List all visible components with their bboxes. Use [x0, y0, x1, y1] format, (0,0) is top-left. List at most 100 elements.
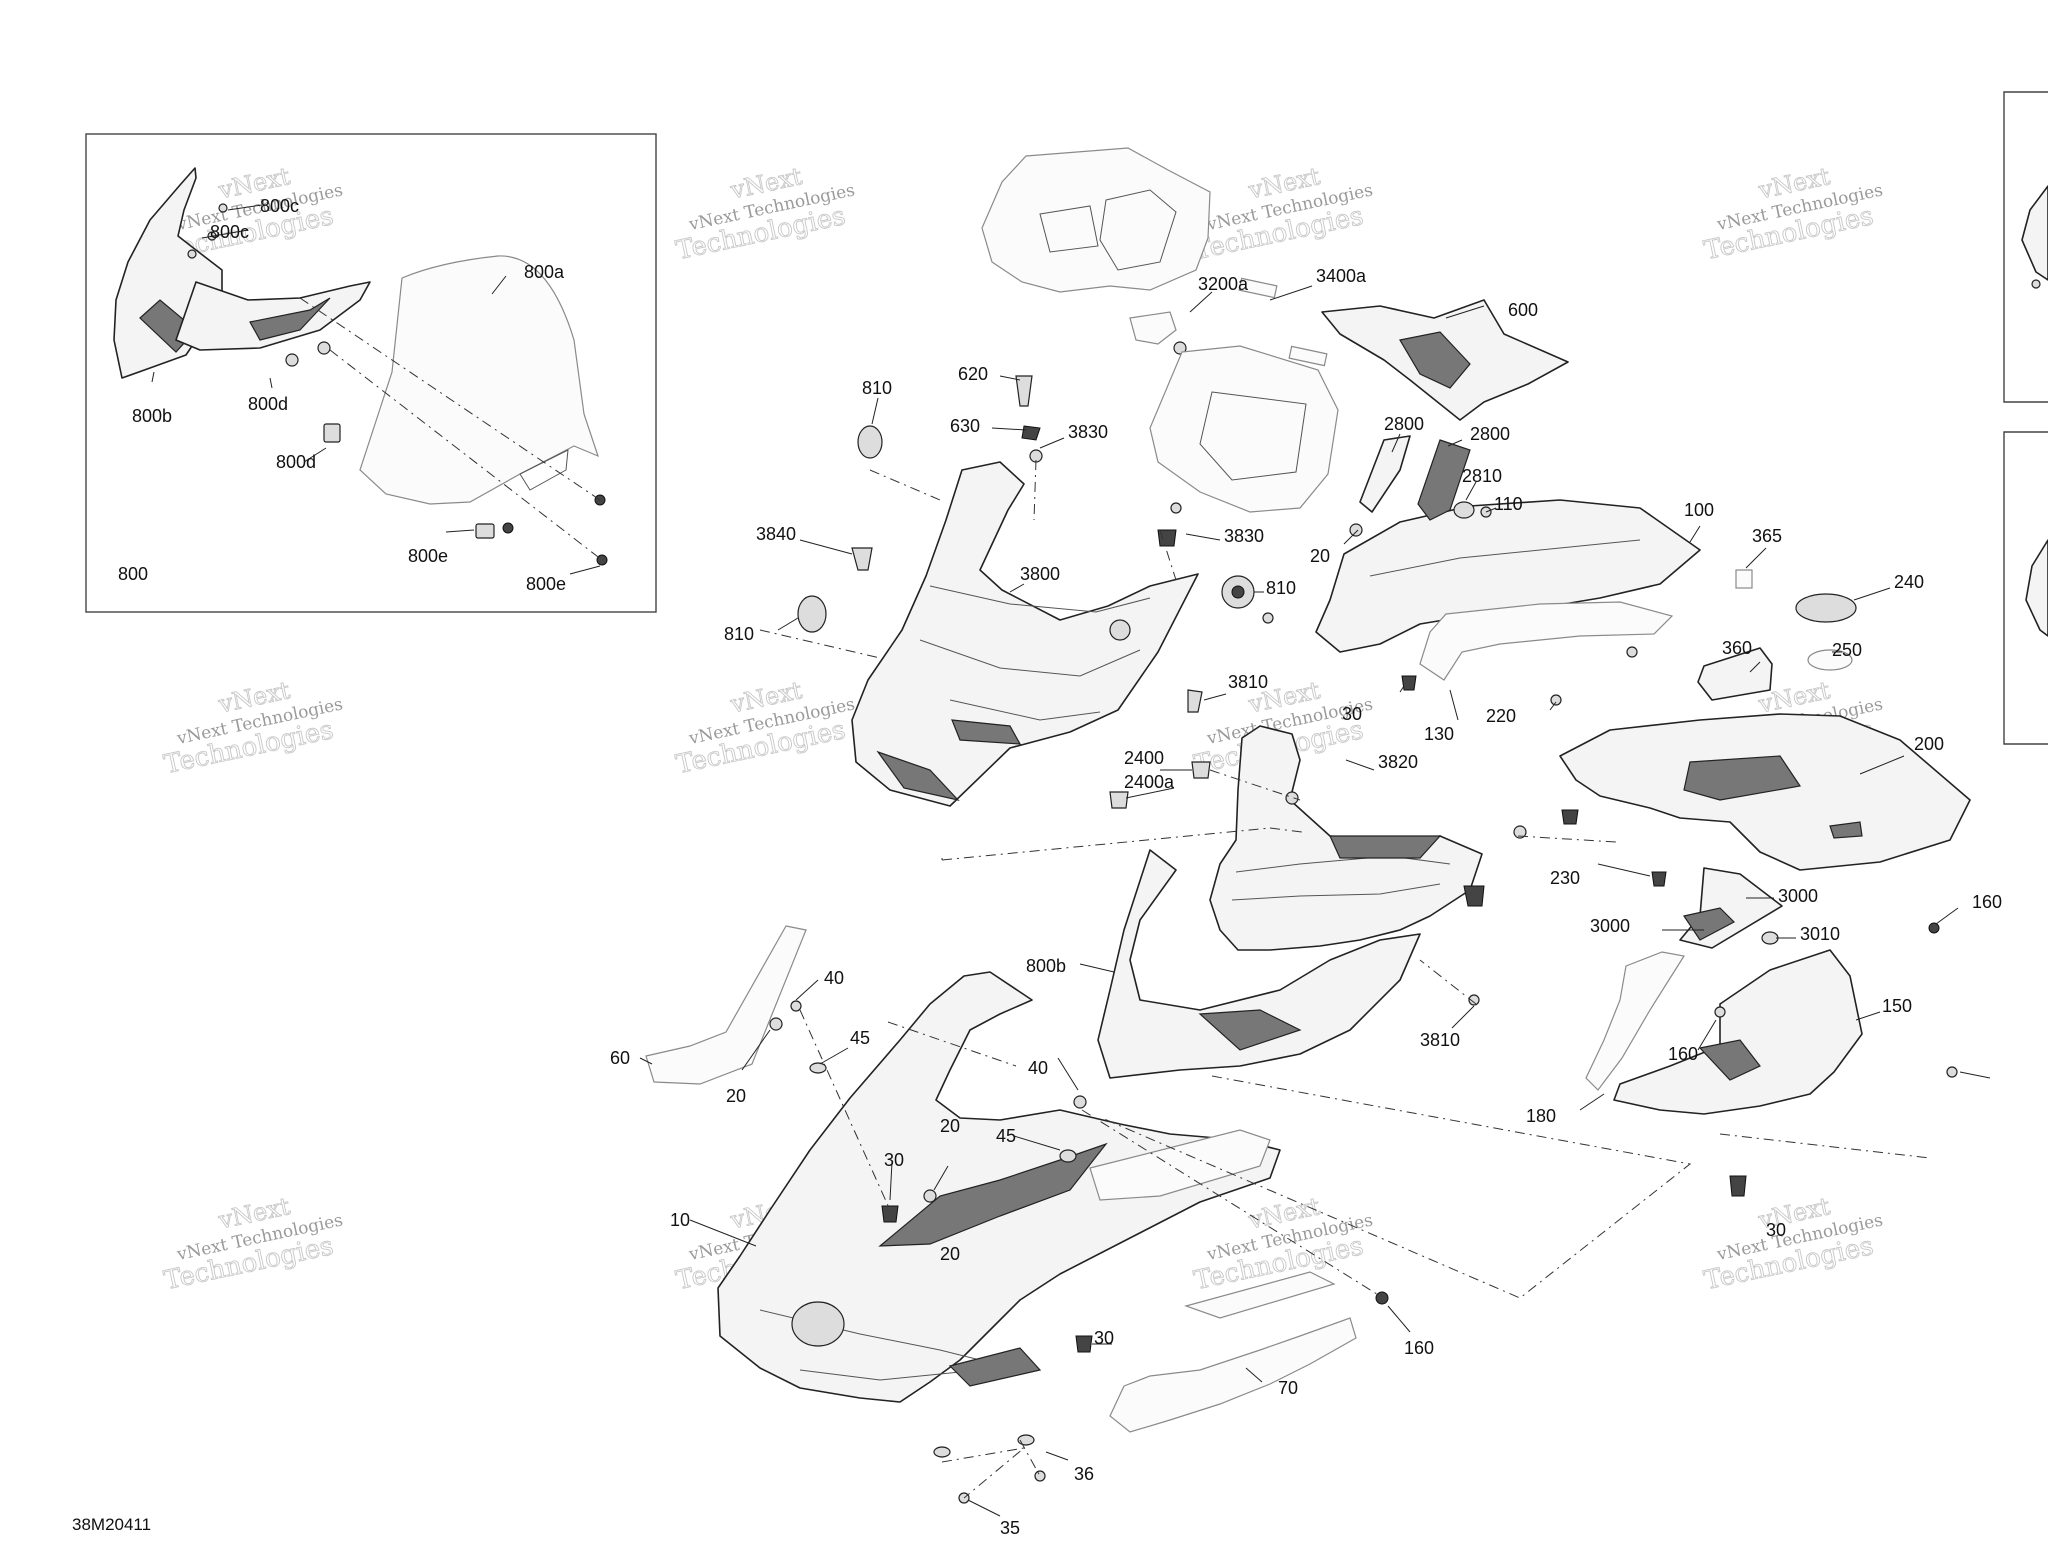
screw-3810-b: [1468, 994, 1480, 1006]
main-exploded-view: 6003200a3400a810620630383028002800281011…: [610, 147, 2002, 1538]
callout-label: 220: [1486, 706, 1516, 726]
callout-label: 3200a: [1198, 274, 1249, 294]
callout-label: 3810: [1420, 1030, 1460, 1050]
screw-2400: [1191, 761, 1211, 779]
callout-label: 3010: [1800, 924, 1840, 944]
callout-label: 3000: [1778, 886, 1818, 906]
nut-160-b: [1714, 1006, 1726, 1018]
diagram-id: 38M20411: [72, 1515, 151, 1534]
callout-label: 160: [1972, 892, 2002, 912]
bracket-3200a: [1129, 311, 1177, 345]
strip-3400a-b: [1288, 345, 1328, 367]
clip-30-upper: [1401, 675, 1417, 691]
cowl-mount-boss: [1109, 619, 1131, 641]
part-70-strip: [1183, 1271, 1336, 1319]
callout-label: 70: [1278, 1378, 1298, 1398]
callout-label: 600: [1508, 300, 1538, 320]
screw-20-upper: [1349, 523, 1363, 537]
callout-label: 360: [1722, 638, 1752, 658]
oring-250: [1807, 649, 1853, 671]
inset-callout-label: 800c: [210, 222, 249, 242]
tank-cover-dark: [1683, 755, 1802, 801]
part-600-dark: [1399, 331, 1471, 389]
callout-label: 2800: [1384, 414, 1424, 434]
callout-label: 20: [940, 1244, 960, 1264]
callout-label: 2810: [1462, 466, 1502, 486]
screw-810-c: [1262, 612, 1274, 624]
console-inner-cavity: [1199, 391, 1307, 481]
part-800b-lower-cowl: [1097, 849, 1421, 1079]
fairing-2400-dark: [1329, 835, 1442, 859]
screw-20-right: [1946, 1066, 1958, 1078]
callout-label: 810: [862, 378, 892, 398]
nut-800c: [187, 249, 197, 259]
grommet-800e-a: [323, 423, 341, 443]
clip-3830-b: [1157, 529, 1177, 547]
fuel-cap-240: [1795, 593, 1857, 623]
nut-230-b: [1651, 871, 1667, 887]
screw-3830-b: [1170, 502, 1182, 514]
dashline-main-loop: [941, 827, 1617, 861]
cowl-800b-dark: [1198, 1009, 1302, 1051]
callout-label: 230: [1550, 868, 1580, 888]
part-800b-fairing-inset: [175, 281, 371, 351]
callout-label: 35: [1000, 1518, 1020, 1536]
screw-20-mid: [923, 1189, 937, 1203]
part-3800-headlight-cowl: [851, 461, 1199, 807]
cowl-vent: [951, 719, 1022, 745]
callout-label: 100: [1684, 500, 1714, 520]
inset-callout-label: 800a: [524, 262, 565, 282]
right-inset-part-a: [2021, 185, 2048, 281]
nut-160-a: [1928, 922, 1940, 934]
nut-3200a: [1173, 341, 1187, 355]
clip-3820: [1285, 791, 1299, 805]
clip-30-right: [1729, 1175, 1747, 1197]
part-150-side-fairing: [1613, 949, 1863, 1115]
grommet-810-b: [797, 595, 827, 633]
dashline-right: [1719, 1133, 1931, 1159]
inset-callout-label: 800e: [408, 546, 448, 566]
callout-label: 810: [724, 624, 754, 644]
washer-35-a: [933, 1446, 951, 1458]
callout-label: 150: [1882, 996, 1912, 1016]
callout-label: 3830: [1224, 526, 1264, 546]
fairing-10-inner-lip: [1089, 1129, 1271, 1201]
upper-console-shell: [1149, 345, 1339, 513]
tank-cover-badge: [1829, 821, 1863, 839]
inset-callout-label: 800c: [260, 196, 299, 216]
callout-label: 2400: [1124, 748, 1164, 768]
grommet-3010: [1761, 931, 1779, 945]
instrument-housing: [981, 147, 1211, 293]
panel-100-detail: [1369, 539, 1641, 577]
cowl-lower-grille: [876, 750, 960, 802]
callout-label: 3840: [756, 524, 796, 544]
part-130-strip: [1419, 601, 1674, 681]
callout-label: 2800: [1470, 424, 1510, 444]
callout-label: 20: [1310, 546, 1330, 566]
part-180-panel: [1585, 951, 1685, 1091]
fairing-150-dark: [1698, 1039, 1761, 1081]
washer-800d-b: [317, 341, 331, 355]
washer-36-a: [1017, 1434, 1035, 1446]
callout-label: 45: [996, 1126, 1016, 1146]
cover-360: [1697, 647, 1773, 701]
callout-label: 3400a: [1316, 266, 1367, 286]
clip-30-lower: [1075, 1335, 1093, 1353]
part-800b-vent: [249, 297, 331, 341]
screw-3810-a: [1187, 689, 1203, 713]
screw-2400a: [1109, 791, 1129, 809]
dashline-lower-hardware: [799, 1009, 1381, 1297]
callout-label: 810: [1266, 578, 1296, 598]
inset-callout-label: 800d: [276, 452, 316, 472]
callout-label: 2400a: [1124, 772, 1175, 792]
callout-label: 60: [610, 1048, 630, 1068]
dashline-cowl: [759, 459, 1177, 659]
right-inset-screw: [2031, 279, 2041, 289]
callout-label: 200: [1914, 734, 1944, 754]
callout-label: 20: [940, 1116, 960, 1136]
